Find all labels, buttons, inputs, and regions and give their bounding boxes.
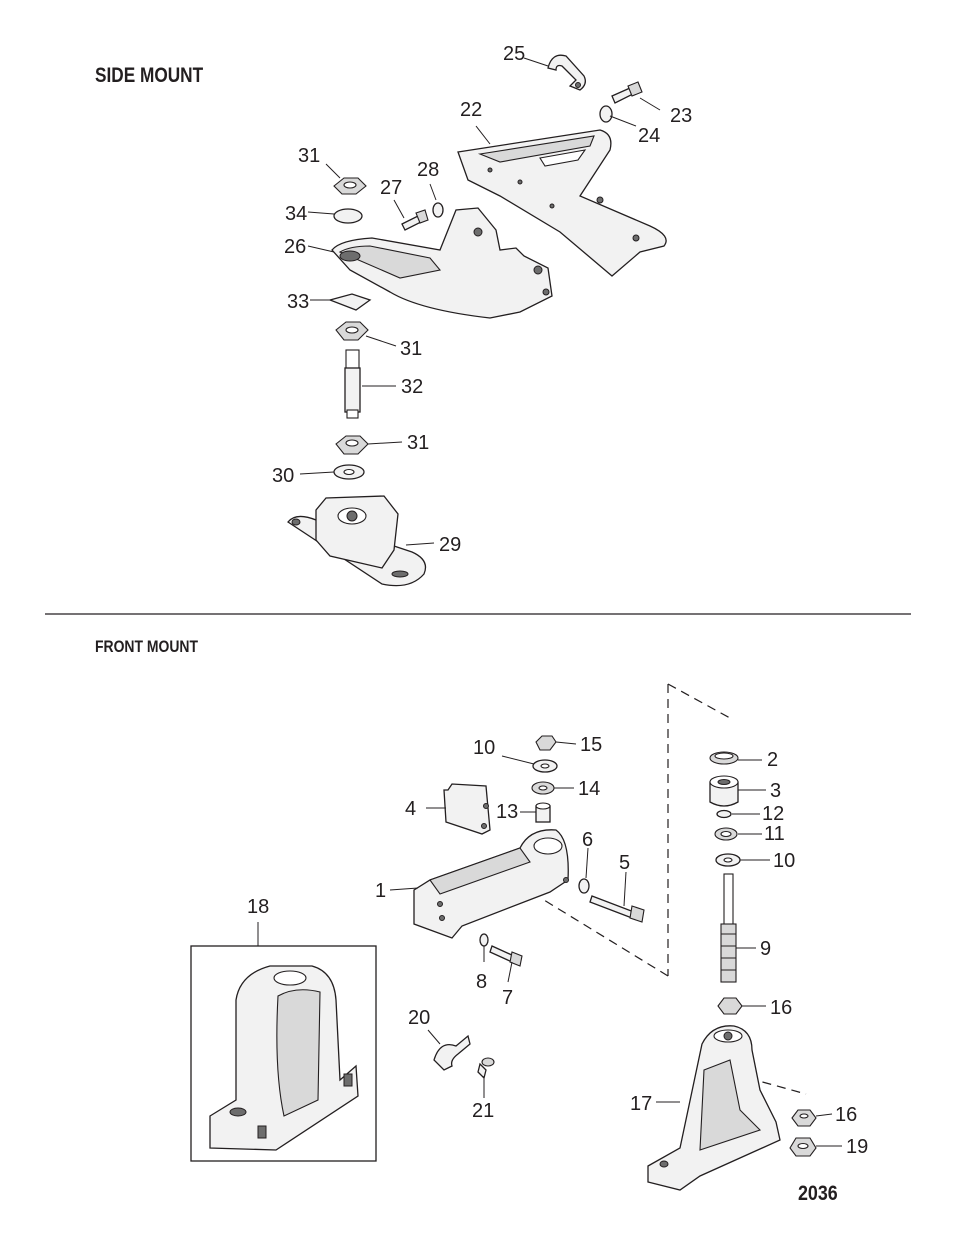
callout-8: 8	[476, 971, 487, 993]
figure-number: 2036	[798, 1182, 838, 1205]
part-10-washer-lower	[715, 853, 741, 867]
part-1-front-bracket	[413, 829, 569, 939]
callout-1: 1	[375, 880, 386, 902]
callout-28: 28	[417, 159, 439, 181]
callout-32: 32	[401, 376, 423, 398]
callout-4: 4	[405, 798, 416, 820]
callout-31-upper: 31	[298, 145, 320, 167]
part-33-tab-washer	[327, 293, 372, 311]
part-8-washer	[479, 933, 489, 947]
part-24-washer	[599, 105, 613, 123]
callout-13: 13	[496, 801, 518, 823]
callout-34: 34	[285, 203, 307, 225]
callout-15: 15	[580, 734, 602, 756]
callout-22: 22	[460, 99, 482, 121]
callout-19: 19	[846, 1136, 868, 1158]
part-31-nut-upper	[333, 177, 367, 195]
part-31-nut-lower	[335, 435, 369, 455]
callout-21: 21	[472, 1100, 494, 1122]
part-16-nut-lower	[791, 1109, 817, 1127]
callout-14: 14	[578, 778, 600, 800]
part-13-spacer	[535, 802, 551, 823]
callout-3: 3	[770, 780, 781, 802]
callout-labels: 25 23 24 22 28 31 27 34 26 33 31 32 31 3…	[247, 43, 868, 1158]
part-5-bolt	[589, 895, 645, 923]
part-17-mount	[647, 1025, 781, 1191]
part-7-bolt	[489, 945, 523, 967]
side-mount-title: SIDE MOUNT	[95, 64, 204, 87]
callout-31-middle: 31	[400, 338, 422, 360]
callout-5: 5	[619, 852, 630, 874]
part-26-upper-bracket	[331, 207, 553, 319]
callout-26: 26	[284, 236, 306, 258]
front-mount-title: FRONT MOUNT	[95, 637, 198, 656]
callout-16-upper: 16	[770, 997, 792, 1019]
part-2-ring	[709, 751, 739, 765]
part-34-lock-washer	[333, 208, 363, 224]
callout-6: 6	[582, 829, 593, 851]
side-mount-leader-lines	[299, 57, 661, 546]
part-4-plate	[443, 783, 491, 835]
part-15-nut	[535, 735, 557, 751]
callout-10-lower: 10	[773, 850, 795, 872]
callout-9: 9	[760, 938, 771, 960]
part-6-washer	[578, 878, 590, 894]
callout-31-lower: 31	[407, 432, 429, 454]
part-19-nut	[789, 1137, 817, 1157]
part-22-bracket	[457, 129, 667, 277]
part-10-washer-upper	[532, 759, 558, 773]
part-25-clamp	[547, 54, 586, 91]
callout-10-upper: 10	[473, 737, 495, 759]
part-21-screw	[477, 1057, 495, 1080]
part-32-stud	[344, 349, 361, 419]
projection-lines	[543, 683, 807, 1095]
callout-17: 17	[630, 1093, 652, 1115]
part-9-stud	[720, 873, 737, 983]
front-mount-leader-lines	[257, 741, 842, 1147]
part-18-inset	[190, 945, 377, 1162]
callout-20: 20	[408, 1007, 430, 1029]
callout-23: 23	[670, 105, 692, 127]
callout-18: 18	[247, 896, 269, 918]
part-28-washer	[432, 202, 444, 218]
part-16-nut-upper	[717, 997, 743, 1015]
part-23-bolt	[611, 81, 643, 104]
part-12-washer	[716, 809, 732, 819]
part-11-washer	[714, 827, 738, 841]
part-14-washer	[531, 781, 555, 795]
part-20-clamp	[433, 1034, 471, 1071]
callout-12: 12	[762, 803, 784, 825]
part-3-bushing	[709, 775, 739, 807]
part-27-bolt	[401, 209, 429, 231]
callout-7: 7	[502, 987, 513, 1009]
part-31-nut-middle	[335, 321, 369, 341]
callout-2: 2	[767, 749, 778, 771]
part-29-engine-mount	[287, 495, 427, 587]
callout-16-lower: 16	[835, 1104, 857, 1126]
part-30-washer	[333, 464, 365, 480]
callout-24: 24	[638, 125, 660, 147]
callout-33: 33	[287, 291, 309, 313]
callout-11: 11	[764, 823, 785, 845]
callout-30: 30	[272, 465, 294, 487]
callout-27: 27	[380, 177, 402, 199]
callout-25: 25	[503, 43, 525, 65]
callout-29: 29	[439, 534, 461, 556]
